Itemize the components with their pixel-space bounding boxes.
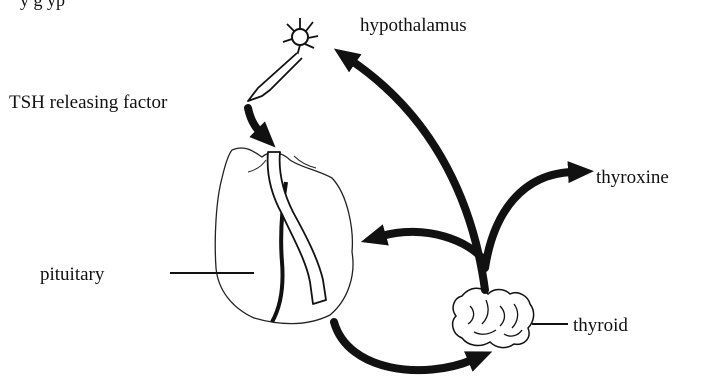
- caption-fragment: y g yp: [20, 0, 65, 10]
- hypothalamus-label: hypothalamus: [360, 15, 467, 36]
- tsh-releasing-factor-label: TSH releasing factor: [9, 92, 168, 113]
- thyroid-to-hypothalamus-arrow: [352, 61, 485, 290]
- thyroid-gland: [453, 288, 534, 347]
- pituitary-gland: [215, 148, 353, 324]
- tsh-releasing-factor-arrow: [248, 108, 260, 132]
- pituitary-to-thyroid-arrow: [334, 322, 472, 370]
- thyroid-to-pituitary-arrow: [382, 232, 485, 262]
- thyroxine-label: thyroxine: [596, 167, 669, 188]
- pituitary-label: pituitary: [40, 264, 105, 285]
- thyroid-label: thyroid: [573, 315, 628, 336]
- thyroxine-output-arrow: [485, 172, 572, 268]
- hypothalamus-neuron: [248, 18, 318, 101]
